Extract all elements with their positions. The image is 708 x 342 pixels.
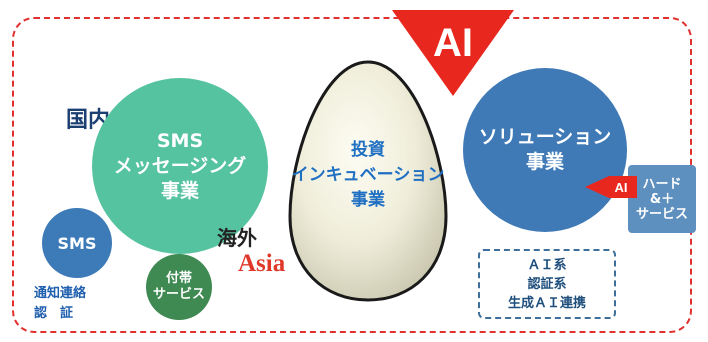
sms-messaging-line-1: SMS [156, 129, 204, 152]
sms-note-line-2: 認 証 [34, 306, 74, 321]
ai-banner-label: AI [433, 21, 473, 65]
ai-services-line-3: 生成ＡＩ連携 [507, 295, 586, 311]
sms-messaging-circle: SMS メッセージング 事業 [92, 78, 268, 254]
asia-label: Asia [238, 250, 286, 277]
ai-pointer: AI [585, 176, 637, 198]
investment-line-3: 事業 [351, 190, 385, 210]
hardware-line-3: サービス [635, 206, 688, 222]
ai-services-box: ＡＩ系 認証系 生成ＡＩ連携 [478, 249, 616, 319]
incidental-services-circle: 付帯 サービス [146, 254, 212, 320]
investment-egg [288, 60, 448, 302]
ai-pointer-label: AI [615, 180, 628, 195]
hardware-line-1: ハード [642, 176, 682, 192]
hardware-line-2: &＋ [649, 191, 675, 207]
sms-circle-label: SMS [57, 233, 97, 253]
sms-note-line-1: 通知連絡 [34, 286, 87, 301]
ai-banner: AI [392, 10, 514, 96]
incidental-services-line-2: サービス [152, 287, 205, 302]
ai-services-line-2: 認証系 [527, 276, 567, 292]
solution-line-2: 事業 [525, 151, 564, 173]
investment-line-2: インキュベーション [291, 165, 445, 185]
hardware-services-box: ハード &＋ サービス [628, 165, 696, 233]
investment-text: 投資 インキュベーション 事業 [286, 138, 450, 213]
overseas-label: 海外 [217, 226, 257, 250]
ai-pointer-shape [585, 176, 637, 198]
incidental-services-line-1: 付帯 [165, 271, 192, 286]
egg-shape [288, 60, 448, 302]
solution-circle: ソリューション 事業 [463, 68, 627, 232]
sms-note: 通知連絡 認 証 [34, 284, 126, 324]
sms-messaging-line-2: メッセージング [113, 154, 247, 177]
ai-banner-triangle [392, 10, 514, 96]
ai-services-line-1: ＡＩ系 [527, 257, 567, 273]
sms-circle: SMS [42, 208, 112, 278]
investment-line-1: 投資 [351, 140, 385, 160]
sms-messaging-line-3: 事業 [160, 179, 199, 202]
solution-line-1: ソリューション [478, 126, 612, 148]
